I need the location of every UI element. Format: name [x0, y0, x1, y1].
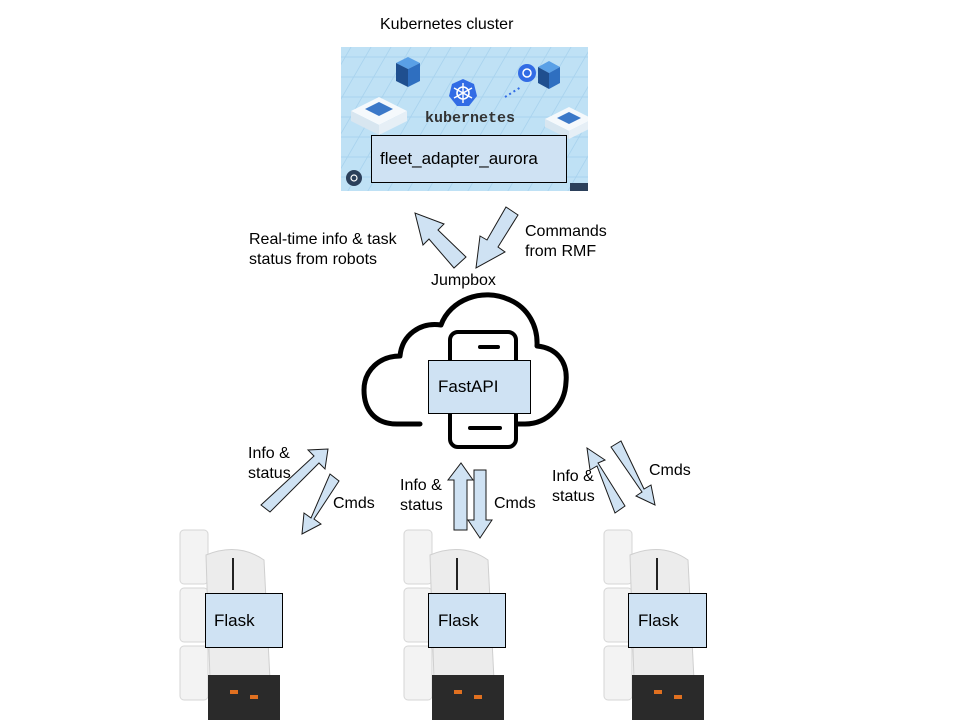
- cluster-title: Kubernetes cluster: [380, 16, 514, 33]
- flask-label-2: Flask: [438, 610, 479, 630]
- middle-cmds-label: Cmds: [494, 495, 536, 512]
- arrow-right-down: [610, 440, 656, 506]
- right-cmds-label: Cmds: [649, 462, 691, 479]
- arrow-left-up: [260, 448, 329, 513]
- fleet-adapter-box: fleet_adapter_aurora: [371, 135, 567, 183]
- arrow-left-down: [301, 473, 340, 535]
- left-cmds-label: Cmds: [333, 495, 375, 512]
- arrow-right-up: [586, 446, 626, 514]
- flask-label-3: Flask: [638, 610, 679, 630]
- arrow-down-from-cluster: [475, 206, 519, 269]
- jumpbox-label: Jumpbox: [431, 272, 496, 289]
- middle-info-status-label: Info & status: [400, 477, 443, 514]
- fastapi-label: FastAPI: [438, 377, 499, 396]
- flask-box-1: Flask: [205, 593, 283, 648]
- arrow-middle-up: [446, 462, 474, 531]
- cloud-icon: [361, 292, 569, 427]
- flask-box-2: Flask: [428, 593, 506, 648]
- right-info-status-label: Info & status: [552, 468, 595, 505]
- kubernetes-logo-text: kubernetes: [425, 110, 515, 127]
- arrow-middle-down: [467, 469, 493, 539]
- left-info-status-label: Info & status: [248, 445, 291, 482]
- realtime-info-label: Real-time info & task status from robots: [249, 231, 397, 268]
- commands-label: Commands from RMF: [525, 223, 607, 260]
- fleet-adapter-label: fleet_adapter_aurora: [380, 149, 538, 168]
- flask-label-1: Flask: [214, 610, 255, 630]
- arrow-up-to-cluster: [414, 212, 467, 269]
- flask-box-3: Flask: [628, 593, 707, 648]
- fastapi-box: FastAPI: [428, 360, 531, 414]
